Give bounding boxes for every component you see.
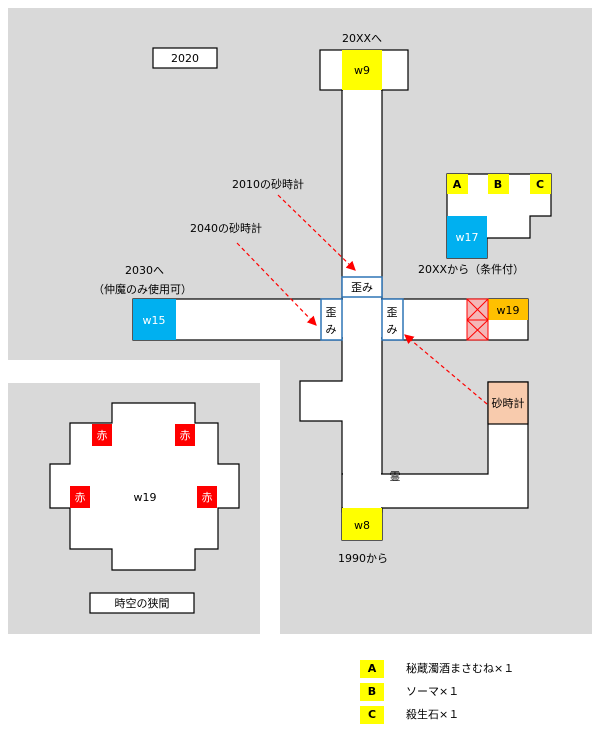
chest-a[interactable] xyxy=(447,174,468,194)
distortion-left-char1: 歪 xyxy=(326,306,337,319)
legend-text-b: ソーマ×１ xyxy=(406,685,460,698)
exit-left-label-1: 2030へ xyxy=(125,264,164,277)
warp-w8-label: w8 xyxy=(354,519,370,532)
past-area-label: 2020 xyxy=(171,52,199,65)
legend-key-b: B xyxy=(360,683,384,701)
exit-left-label-2: （仲魔のみ使用可） xyxy=(93,282,192,296)
legend-row-b: B ソーマ×１ xyxy=(360,683,590,701)
red-marker-2-label: 赤 xyxy=(180,429,191,442)
red-marker-1[interactable] xyxy=(92,424,112,446)
legend-text-a: 秘蔵濁酒まさむね×１ xyxy=(406,662,515,675)
rift-area-box xyxy=(89,592,195,614)
rift-area-label: 時空の狭間 xyxy=(115,596,170,610)
red-marker-4-label: 赤 xyxy=(202,491,213,504)
distortion-left-char2: み xyxy=(326,323,337,336)
chest-c-label: C xyxy=(536,178,544,191)
spirit-label: 霊 xyxy=(390,470,401,483)
distortion-top-label: 歪み xyxy=(351,281,373,294)
hourglass-tile[interactable] xyxy=(487,381,529,425)
red-marker-2[interactable] xyxy=(175,424,195,446)
red-marker-4[interactable] xyxy=(197,486,217,508)
warp-w15[interactable] xyxy=(133,299,176,340)
warp-w19-right[interactable] xyxy=(488,299,528,320)
corridor-joins xyxy=(343,89,527,510)
exit-bottom-label: 1990から xyxy=(338,552,388,565)
red-marker-3-label: 赤 xyxy=(75,491,86,504)
warp-w15-label: w15 xyxy=(143,314,166,327)
warp-w9[interactable] xyxy=(342,50,382,90)
legend-row-c: C 殺生石×１ xyxy=(360,706,590,724)
warp-w17-label: w17 xyxy=(456,231,479,244)
warp-w8[interactable] xyxy=(342,508,382,540)
distortion-right[interactable] xyxy=(381,298,404,341)
warp-w17[interactable] xyxy=(447,216,487,258)
distortion-top[interactable] xyxy=(341,276,383,298)
warp-w9-label: w9 xyxy=(354,64,370,77)
legend-text-c: 殺生石×１ xyxy=(406,708,460,721)
arrow-hourglass xyxy=(404,334,488,405)
chest-b[interactable] xyxy=(488,174,509,194)
distortion-right-char2: み xyxy=(387,323,398,336)
rift-warp-w19-label: w19 xyxy=(134,491,157,504)
red-marker-3[interactable] xyxy=(70,486,90,508)
chest-c[interactable] xyxy=(530,174,551,194)
annotation-2010: 2010の砂時計 xyxy=(232,177,304,191)
distortion-left[interactable] xyxy=(320,298,343,341)
hourglass-label: 砂時計 xyxy=(492,396,525,410)
exit-top-label: 20XXへ xyxy=(342,32,382,45)
annotation-2040: 2040の砂時計 xyxy=(190,221,262,235)
legend-row-a: A 秘蔵濁酒まさむね×１ xyxy=(360,660,590,678)
red-marker-1-label: 赤 xyxy=(97,429,108,442)
past-area-box xyxy=(152,47,218,69)
blocked-tile-icon xyxy=(466,298,489,341)
arrow-2010 xyxy=(277,194,356,271)
arrow-2040 xyxy=(236,242,317,326)
legend-key-a: A xyxy=(360,660,384,678)
chest-a-label: A xyxy=(453,178,462,191)
distortion-right-char1: 歪 xyxy=(387,306,398,319)
warp-w19-right-label: w19 xyxy=(497,304,520,317)
legend-key-c: C xyxy=(360,706,384,724)
side-room-label: 20XXから（条件付） xyxy=(418,262,524,276)
chest-b-label: B xyxy=(494,178,502,191)
